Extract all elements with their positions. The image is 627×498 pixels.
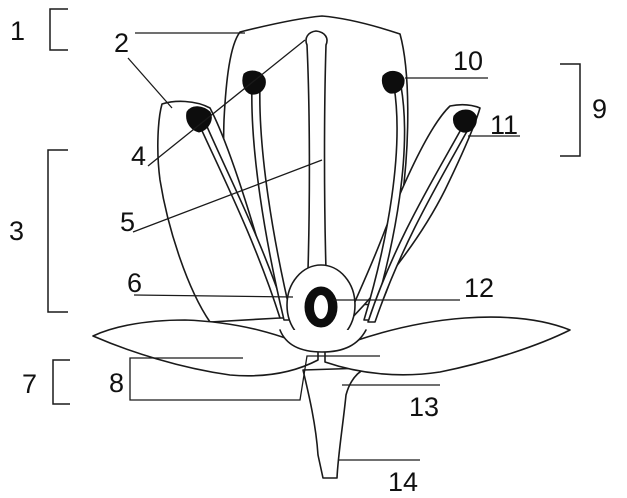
label-13: 13 — [409, 392, 439, 422]
anther-right-inner — [382, 71, 404, 93]
ovule-inner — [314, 295, 328, 319]
label-2: 2 — [114, 28, 129, 58]
flower-illustration — [93, 16, 570, 478]
bracket-1 — [50, 9, 68, 50]
label-1: 1 — [10, 16, 25, 46]
label-9: 9 — [592, 94, 607, 124]
sepal-right — [325, 317, 570, 375]
bracket-3 — [48, 150, 68, 312]
bracket-9 — [560, 64, 580, 156]
label-11: 11 — [490, 110, 518, 140]
label-5: 5 — [120, 207, 135, 237]
anther-right-outer — [453, 110, 476, 132]
label-7: 7 — [22, 369, 37, 399]
leader-2-diagonal — [128, 58, 172, 108]
label-12: 12 — [464, 273, 494, 303]
label-3: 3 — [9, 216, 24, 246]
label-14: 14 — [388, 467, 418, 497]
bracket-7 — [53, 360, 70, 404]
sepal-left — [93, 320, 318, 376]
label-10: 10 — [453, 46, 483, 76]
label-4: 4 — [131, 141, 146, 171]
label-8: 8 — [109, 368, 124, 398]
label-6: 6 — [127, 268, 142, 298]
